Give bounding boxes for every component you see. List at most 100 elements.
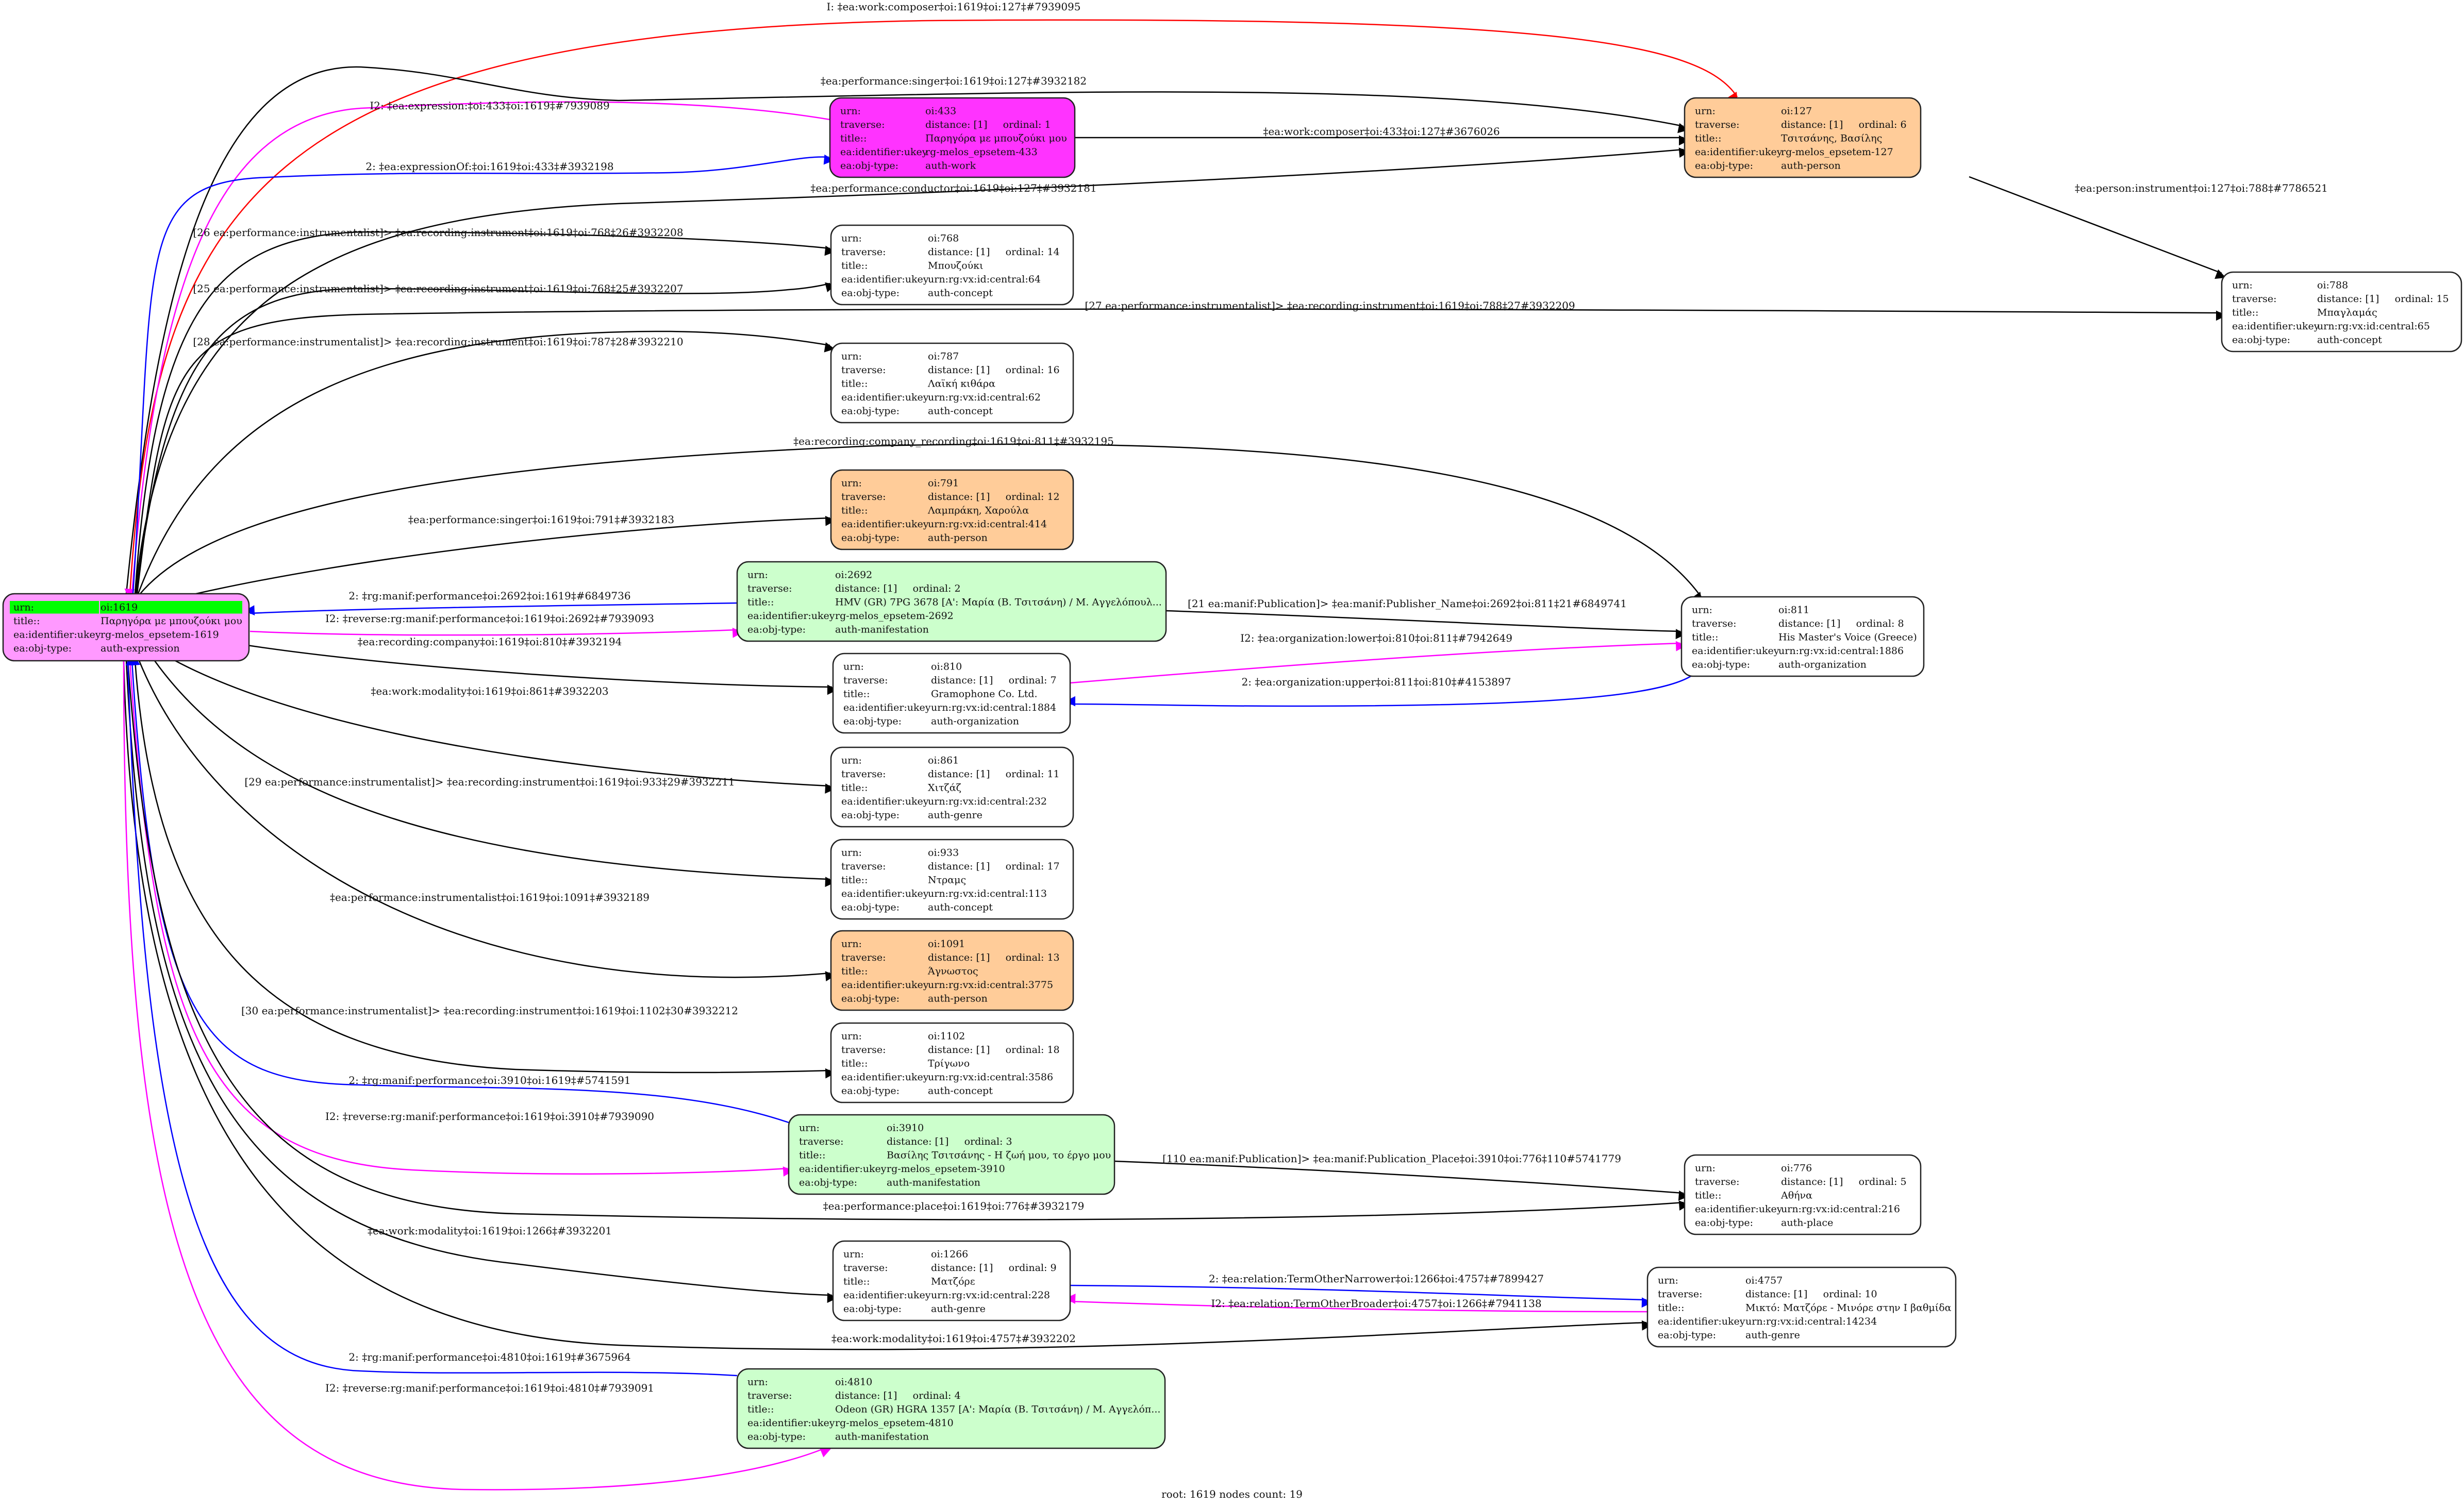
field-label-objtype: ea:obj-type: xyxy=(13,643,72,654)
field-label-title: title:: xyxy=(1695,132,1721,144)
field-value-ukey: urn:rg:vx:id:central:414 xyxy=(928,518,1047,530)
field-label-ukey: ea:identifier:ukey xyxy=(1692,645,1779,657)
edge-1619-to-1091 xyxy=(138,660,836,982)
field-label-objtype: ea:obj-type: xyxy=(841,809,900,821)
field-value-ukey: rg-melos_epsetem-1619 xyxy=(101,629,219,641)
edge-label: I: ‡ea:work:composer‡oi:1619‡oi:127‡#793… xyxy=(826,1,1080,13)
node-box xyxy=(788,1114,1116,1195)
field-label-urn: urn: xyxy=(1692,604,1712,615)
field-value-objtype: auth-person xyxy=(928,993,988,1004)
node-box xyxy=(736,561,1167,642)
field-value-title: Χιτζάζ xyxy=(928,782,961,793)
node-box xyxy=(1684,97,1922,178)
edge-label: 2: ‡ea:expressionOf:‡oi:1619‡oi:433‡#393… xyxy=(365,160,613,173)
edge-label: [30 ea:performance:instrumentalist]> ‡ea… xyxy=(241,1005,738,1017)
edge-label: 2: ‡ea:relation:TermOtherNarrower‡oi:126… xyxy=(1209,1273,1544,1285)
edge-label: I2: ‡ea:relation:TermOtherBroader‡oi:475… xyxy=(1211,1297,1541,1310)
field-value-objtype: auth-organization xyxy=(1778,659,1867,670)
node-box xyxy=(830,342,1074,424)
field-label-title: title:: xyxy=(13,615,40,627)
field-label-title: title:: xyxy=(841,378,868,389)
field-label-ukey: ea:identifier:ukey xyxy=(747,610,835,622)
field-label-ukey: ea:identifier:ukey xyxy=(747,1417,835,1429)
field-value-objtype: auth-concept xyxy=(928,287,993,298)
field-label-traverse: traverse: xyxy=(747,1390,792,1401)
field-label-urn: urn: xyxy=(1695,105,1716,116)
field-value-urn: oi:768 xyxy=(928,232,959,244)
field-label-ukey: ea:identifier:ukey xyxy=(1695,1203,1783,1215)
field-label-objtype: ea:obj-type: xyxy=(747,1431,806,1442)
field-value-ukey: rg-melos_epsetem-3910 xyxy=(887,1163,1005,1175)
field-label-ukey: ea:identifier:ukey xyxy=(841,274,929,285)
field-value-title: Λαμπράκη, Χαρούλα xyxy=(927,505,1029,516)
field-value-objtype: auth-concept xyxy=(928,405,993,416)
field-value-ukey: urn:rg:vx:id:central:14234 xyxy=(1745,1316,1877,1327)
field-value-title: Τσιτσάνης, Βασίλης xyxy=(1781,132,1882,144)
field-value-urn: oi:861 xyxy=(928,755,959,766)
field-value-ukey: urn:rg:vx:id:central:65 xyxy=(2317,321,2430,332)
field-label-title: title:: xyxy=(841,782,868,793)
field-value-title: Βασίλης Τσιτσάνης - Η ζωή μου, το έργο μ… xyxy=(887,1149,1111,1161)
field-label-traverse: traverse: xyxy=(799,1136,844,1147)
field-label-urn: urn: xyxy=(841,350,862,362)
field-value-traverse: distance: [1] ordinal: 16 xyxy=(928,364,1060,376)
edge-label: 2: ‡rg:manif:performance‡oi:4810‡oi:1619… xyxy=(348,1351,630,1363)
edge-label: ‡ea:recording:company_recording‡oi:1619‡… xyxy=(793,435,1114,447)
edge-label: 2: ‡rg:manif:performance‡oi:2692‡oi:1619… xyxy=(348,590,630,602)
field-value-objtype: auth-person xyxy=(1781,160,1841,171)
node-box xyxy=(736,1368,1166,1449)
field-label-title: title:: xyxy=(841,965,868,977)
field-label-urn: urn: xyxy=(13,602,34,613)
field-label-ukey: ea:identifier:ukey xyxy=(799,1163,887,1175)
field-label-urn: urn: xyxy=(799,1122,820,1133)
field-value-ukey: urn:rg:vx:id:central:62 xyxy=(928,392,1041,403)
graph-footer: root: 1619 nodes count: 19 xyxy=(1161,1488,1303,1500)
edge-1619-to-768 xyxy=(134,231,836,594)
edge-1619-to-810 xyxy=(247,644,838,695)
field-label-urn: urn: xyxy=(747,569,768,580)
field-label-urn: urn: xyxy=(1695,1162,1716,1174)
root-highlight xyxy=(10,601,99,614)
edge-1619-to-4810 xyxy=(123,660,831,1491)
node-box xyxy=(830,469,1074,550)
edge-label: [26 ea:performance:instrumentalist]> ‡ea… xyxy=(193,226,683,239)
field-value-objtype: auth-manifestation xyxy=(835,624,929,635)
field-label-urn: urn: xyxy=(841,847,862,858)
node-box xyxy=(830,746,1074,828)
field-value-objtype: auth-concept xyxy=(928,901,993,913)
edge-433-to-1619 xyxy=(124,101,830,599)
edge-1619-to-127 xyxy=(134,147,1690,594)
field-label-traverse: traverse: xyxy=(747,583,792,594)
field-value-title: Τρίγωνο xyxy=(928,1058,970,1069)
edge-label: [21 ea:manif:Publication]> ‡ea:manif:Pub… xyxy=(1188,597,1627,610)
field-label-traverse: traverse: xyxy=(841,364,886,376)
field-value-traverse: distance: [1] ordinal: 6 xyxy=(1781,119,1907,130)
field-label-objtype: ea:obj-type: xyxy=(799,1177,857,1188)
field-value-title: Παρηγόρα με μπουζούκι μου xyxy=(925,132,1067,144)
field-value-urn: oi:810 xyxy=(931,661,962,672)
node-box xyxy=(1646,1266,1957,1348)
field-label-title: title:: xyxy=(841,505,868,516)
field-label-traverse: traverse: xyxy=(1695,119,1740,130)
field-value-urn: oi:1266 xyxy=(931,1248,968,1260)
